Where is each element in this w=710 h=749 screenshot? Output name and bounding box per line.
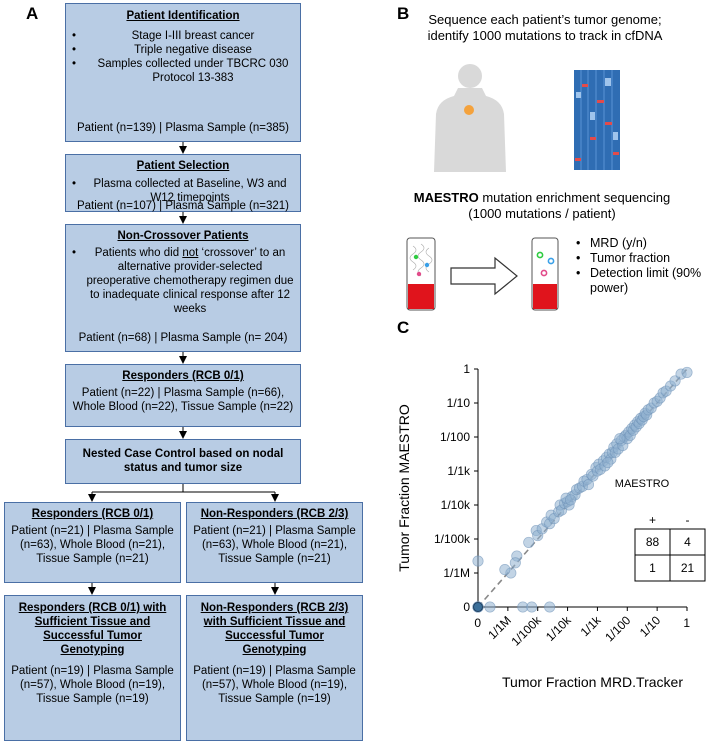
contingency-col-title: MAESTRO [614,478,670,490]
tubes-illustration [406,237,559,311]
x-tick-label: 1/100 [602,613,633,644]
panel-label-a: A [26,4,39,23]
y-tick-label: 0 [463,600,470,614]
box-title: Patient Identification [126,10,240,22]
scatter-chart: 001/1M1/1M1/100k1/100k1/10k1/10k1/1k1/1k… [396,362,710,690]
box-footer: Patient (n=139) | Plasma Sample (n=385) [76,122,290,134]
data-point [614,433,626,445]
x-tick-label: 0 [474,616,481,630]
responders-box: Responders (RCB 0/1) Patient (n=22) | Pl… [65,364,301,427]
responders-genotyped-box: Responders (RCB 0/1) with Sufficient Tis… [4,595,181,741]
data-point [499,564,511,576]
sequencing-caption: Sequence each patient’s tumor genome; id… [427,12,663,43]
maestro-rest-label: mutation enrichment sequencing [478,190,671,205]
tumor-dot-icon [464,105,474,115]
non-responders-genotyped-box: Non-Responders (RCB 2/3) with Sufficient… [186,595,363,741]
y-tick-label: 1/10 [447,396,471,410]
genome-strip-icon [574,70,620,170]
output-mrd: •MRD (y/n) [576,236,647,250]
box-body: Patient (n=22) | Plasma Sample (n=66), W… [72,387,294,413]
non-responders-right-box: Non-Responders (RCB 2/3) Patient (n=21) … [186,502,363,583]
box-title: Non-Responders (RCB 2/3) with Sufficient… [200,602,349,656]
tube-after-icon [531,237,559,311]
box-title: Responders (RCB 0/1) [31,508,154,520]
box-title: Patient Selection [136,160,230,172]
tube-before-icon [406,237,436,311]
y-tick-label: 1/100k [434,532,471,546]
non-crossover-box: Non-Crossover Patients Patients who did … [65,224,301,352]
data-point [523,536,535,548]
patient-selection-box: Patient Selection Plasma collected at Ba… [65,154,301,212]
x-tick-label: 1/100k [508,613,544,649]
box-title: Non-Responders (RCB 2/3) [200,508,349,520]
y-tick-label: 1 [463,362,470,376]
enrichment-arrow-icon [450,256,518,296]
x-tick-label: 1 [683,616,690,630]
contingency-cell: 1 [649,561,656,575]
panel-label-b: B [397,4,410,23]
y-tick-label: 1/1k [447,464,471,478]
contingency-col-label: + [649,513,656,527]
body-and-genome-illustration [434,64,620,172]
nested-case-control-box: Nested Case Control based on nodal statu… [65,439,301,484]
box-title: Nested Case Control based on nodal statu… [82,448,284,474]
data-point [544,601,556,613]
y-tick-label: 1/1M [443,566,470,580]
maestro-title: MAESTRO mutation enrichment sequencing (… [412,190,672,222]
x-tick-label: 1/1k [578,613,605,640]
x-tick-label: 1/10k [543,613,574,644]
bullet-stage: Stage I-III breast cancer [72,29,300,43]
patient-selection-footer-wrap: Patient (n=107) | Plasma Sample (n=321) [65,154,301,212]
box-footer: Patient (n=107) | Plasma Sample (n=321) [76,200,290,212]
x-tick-label: 1/10 [637,613,664,640]
bullet-triple-negative: Triple negative disease [72,43,300,57]
contingency-cell: 4 [684,535,691,549]
data-point [681,366,693,378]
data-point [472,555,484,567]
box-footer: Patient (n=68) | Plasma Sample (n= 204) [78,332,288,344]
box-body: Patient (n=19) | Plasma Sample (n=57), W… [11,665,174,705]
maestro-subtitle: (1000 mutations / patient) [468,206,616,221]
box-title: Responders (RCB 0/1) with Sufficient Tis… [18,602,167,656]
data-point [484,601,496,613]
box-title: Responders (RCB 0/1) [122,370,244,382]
human-body-icon [434,64,506,172]
box-body: Patient (n=21) | Plasma Sample (n=63), W… [11,525,174,565]
y-tick-label: 1/10k [441,498,471,512]
bullet-protocol: Samples collected under TBCRC 030 Protoc… [72,57,300,85]
y-axis-title: Tumor Fraction MAESTRO [396,404,412,572]
patient-identification-box: Patient Identification Stage I-III breas… [65,3,301,142]
maestro-outputs: •MRD (y/n) •Tumor fraction •Detection li… [576,236,708,296]
responders-left-box: Responders (RCB 0/1) Patient (n=21) | Pl… [4,502,181,583]
contingency-col-label: - [686,513,690,527]
box-body: Patient (n=21) | Plasma Sample (n=63), W… [193,525,356,565]
data-point [602,456,614,469]
contingency-cell: 88 [646,535,660,549]
box-title: Non-Crossover Patients [117,230,249,242]
bullet-timepoints: Plasma collected at Baseline, W3 and W12… [72,177,294,205]
output-detection-limit: •Detection limit (90% power) [576,266,702,295]
data-point [565,494,577,506]
maestro-bold-label: MAESTRO [413,190,479,205]
flow-arrows [88,142,279,595]
box-body: Patient (n=19) | Plasma Sample (n=57), W… [193,665,356,705]
data-point [582,479,595,491]
output-tumor-fraction: •Tumor fraction [576,251,671,265]
y-tick-label: 1/100 [440,430,470,444]
data-point [526,601,538,613]
bullet-crossover: Patients who did not ‘crossover’ to an a… [72,246,294,316]
data-point [509,557,521,569]
data-point [473,602,483,612]
contingency-cell: 21 [681,561,695,575]
x-axis-title: Tumor Fraction MRD.Tracker [502,674,683,690]
panel-label-c: C [397,318,410,337]
